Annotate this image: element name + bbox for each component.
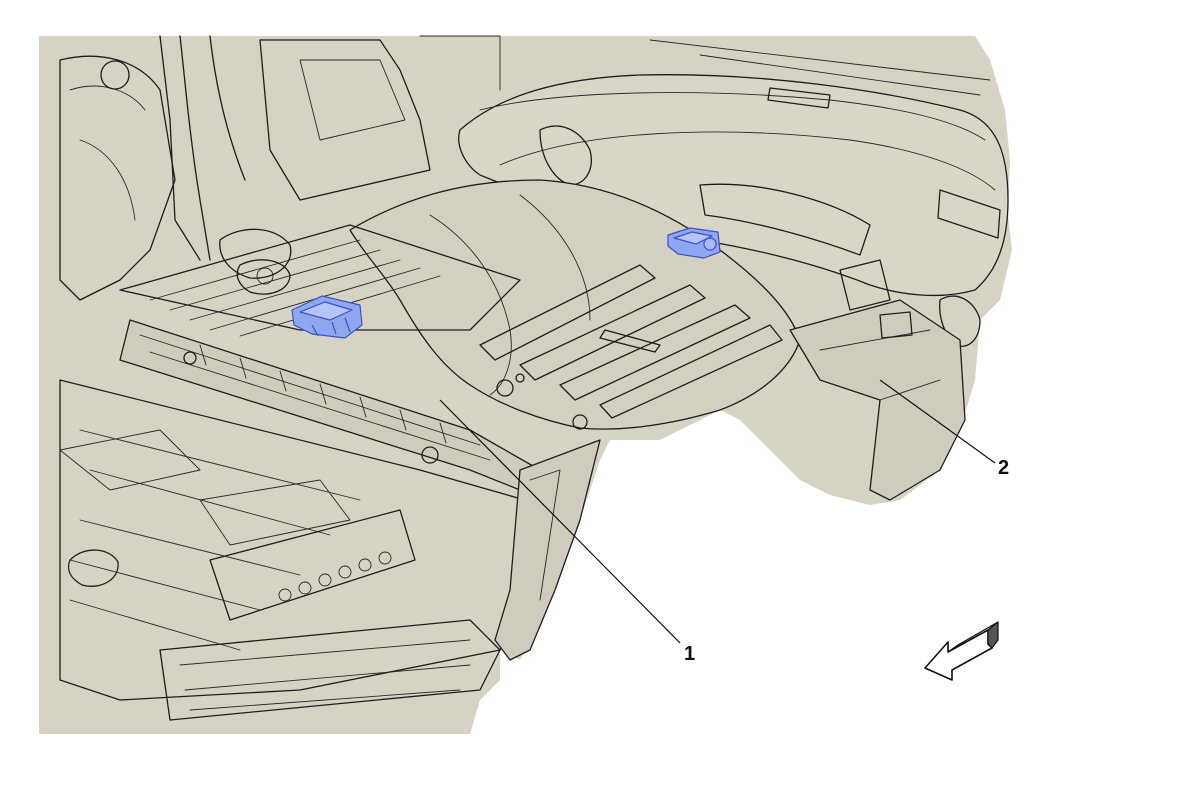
callout-1-label: 1 [684,643,695,665]
part-1-component [291,295,363,339]
callout-2-leader [879,379,996,464]
vehicle-underbody-illustration [39,35,1012,734]
direction-arrow-icon [924,621,999,681]
callout-2-label: 2 [998,457,1009,479]
part-2-component [667,227,721,259]
callout-1-leader [439,399,681,644]
bumper-bracket [789,299,966,501]
